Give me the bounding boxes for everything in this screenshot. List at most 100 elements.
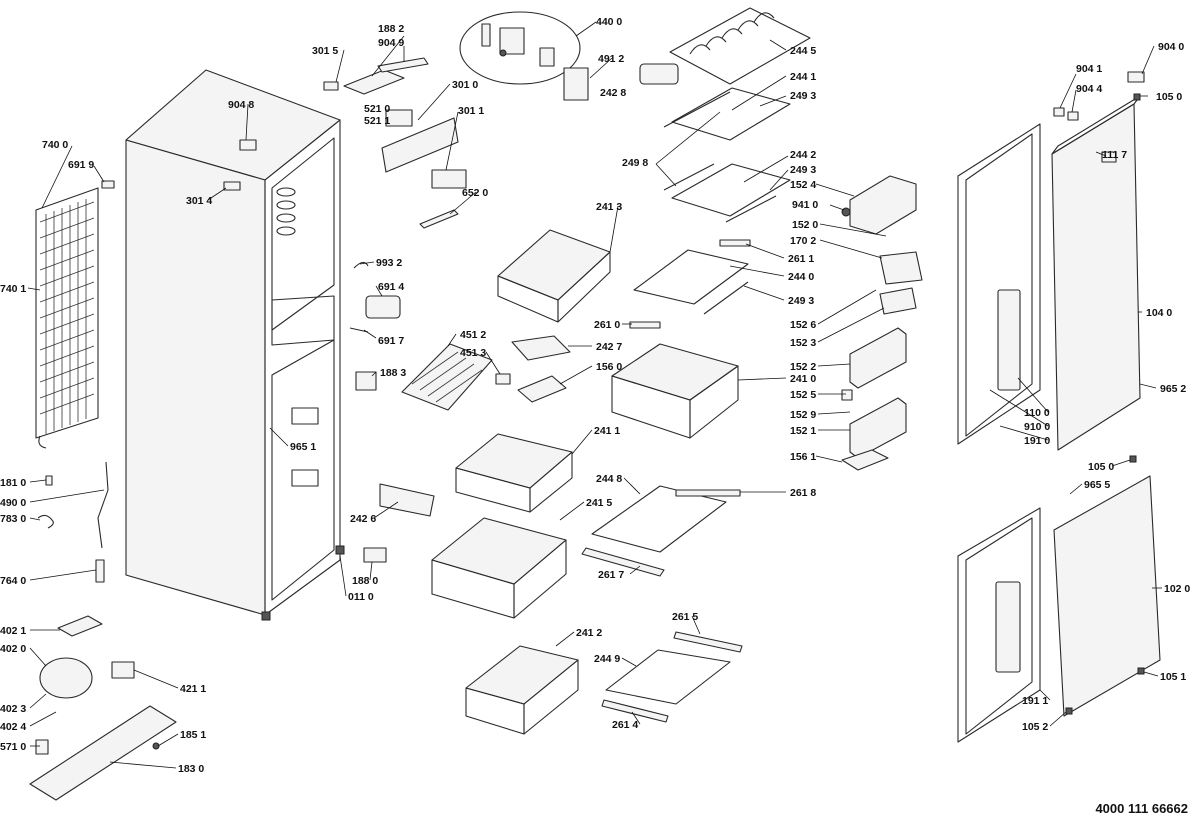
callout-1525: 152 5 [790, 389, 816, 401]
callout-5211: 521 1 [364, 115, 390, 127]
callout-7640: 764 0 [0, 575, 26, 587]
crisper-2413 [497, 229, 611, 323]
part-1051 [1137, 667, 1145, 675]
callout-1524: 152 4 [790, 179, 816, 191]
callout-9049: 904 9 [378, 37, 404, 49]
callout-7401: 740 1 [0, 283, 26, 295]
part-1525 [841, 389, 853, 401]
callout-2493-top: 249 3 [790, 90, 816, 102]
part-3014 [223, 181, 241, 191]
callout-2412: 241 2 [576, 627, 602, 639]
callout-2611: 261 1 [788, 253, 814, 265]
relay-4211 [111, 661, 135, 679]
callout-2614: 261 4 [612, 719, 638, 731]
callout-1910: 191 0 [1024, 435, 1050, 447]
callout-1051: 105 1 [1160, 671, 1186, 683]
callout-4900: 490 0 [0, 497, 26, 509]
callout-9652: 965 2 [1160, 383, 1186, 395]
leader-lines [27, 21, 1162, 769]
callout-2448: 244 8 [596, 473, 622, 485]
callout-1050-mid: 105 0 [1088, 461, 1114, 473]
trim-2610 [629, 321, 661, 329]
refrigerator-cabinet [125, 69, 345, 621]
egg-tray-1561 [841, 449, 889, 471]
callout-1117: 111 7 [1102, 149, 1127, 161]
callout-4512: 451 2 [460, 329, 486, 341]
callout-9040: 904 0 [1158, 41, 1184, 53]
callout-6914: 691 4 [378, 281, 404, 293]
callout-1522: 152 2 [790, 361, 816, 373]
fridge-door-gasket-1910 [957, 123, 1041, 445]
callout-1851: 185 1 [180, 729, 206, 741]
callout-4021: 402 1 [0, 625, 26, 637]
callout-1529: 152 9 [790, 409, 816, 421]
hinge-1882 [343, 69, 405, 95]
callout-2493-mid: 249 3 [790, 164, 816, 176]
glass-shelf-2448 [591, 485, 727, 553]
callout-4912: 491 2 [598, 53, 624, 65]
callout-1523: 152 3 [790, 337, 816, 349]
bin-1702 [879, 251, 923, 285]
part-6914 [365, 295, 401, 319]
callout-7830: 783 0 [0, 513, 26, 525]
pcb-5210 [385, 109, 413, 127]
callout-1050-top: 105 0 [1156, 91, 1182, 103]
wiring-4900 [97, 461, 109, 549]
callout-3011: 301 1 [458, 105, 484, 117]
callout-2441: 244 1 [790, 71, 816, 83]
part-1052 [1065, 707, 1073, 715]
ice-tray-1560 [517, 375, 567, 403]
callout-9932: 993 2 [376, 257, 402, 269]
callout-2411: 241 1 [594, 425, 620, 437]
callout-4024: 402 4 [0, 721, 26, 733]
callout-1810: 181 0 [0, 477, 26, 489]
part-5710 [35, 739, 49, 755]
callout-9655: 965 5 [1084, 479, 1110, 491]
drawer-2410 [611, 343, 739, 439]
callout-2445: 244 5 [790, 45, 816, 57]
grid-shelf-4512 [401, 343, 493, 411]
filter-drier-7640 [95, 559, 105, 583]
trim-2618 [675, 489, 741, 497]
condenser-coil [35, 187, 99, 449]
glass-shelf-2449 [605, 649, 731, 705]
drawer-2412 [465, 645, 579, 735]
callout-3014: 301 4 [186, 195, 212, 207]
callout-2618: 261 8 [790, 487, 816, 499]
part-1050-top [1133, 93, 1141, 101]
callout-9048: 904 8 [228, 99, 254, 111]
wine-rack [669, 7, 811, 85]
callout-5210: 521 0 [364, 103, 390, 115]
part-9410 [841, 207, 851, 217]
callout-1702: 170 2 [790, 235, 816, 247]
callout-2427: 242 7 [596, 341, 622, 353]
callout-1521: 152 1 [790, 425, 816, 437]
freezer-door-1020 [1053, 475, 1161, 717]
hinge-1880 [363, 547, 387, 563]
callout-2442: 244 2 [790, 149, 816, 161]
glass-shelf-2441 [671, 87, 791, 141]
glass-shelf-2440 [633, 249, 749, 305]
part-2428 [639, 63, 679, 85]
part-9041 [1053, 107, 1065, 117]
trim-2614 [601, 699, 669, 723]
clip-1810 [45, 475, 53, 486]
part-4513 [495, 373, 511, 385]
trim-2617 [581, 547, 665, 577]
callout-1882: 188 2 [378, 23, 404, 35]
bin-2427 [511, 335, 571, 361]
callout-1020: 102 0 [1164, 583, 1190, 595]
part-4912 [563, 67, 589, 101]
callout-1880: 188 0 [352, 575, 378, 587]
callout-4020: 402 0 [0, 643, 26, 655]
part-6917 [349, 327, 369, 333]
callout-1560: 156 0 [596, 361, 622, 373]
part-1050-mid [1129, 455, 1137, 463]
part-9048 [239, 139, 257, 151]
callout-2449: 244 9 [594, 653, 620, 665]
glass-shelf-2442 [671, 163, 791, 217]
callout-6917: 691 7 [378, 335, 404, 347]
bin-1523 [879, 287, 917, 315]
part-9044 [1067, 111, 1079, 121]
